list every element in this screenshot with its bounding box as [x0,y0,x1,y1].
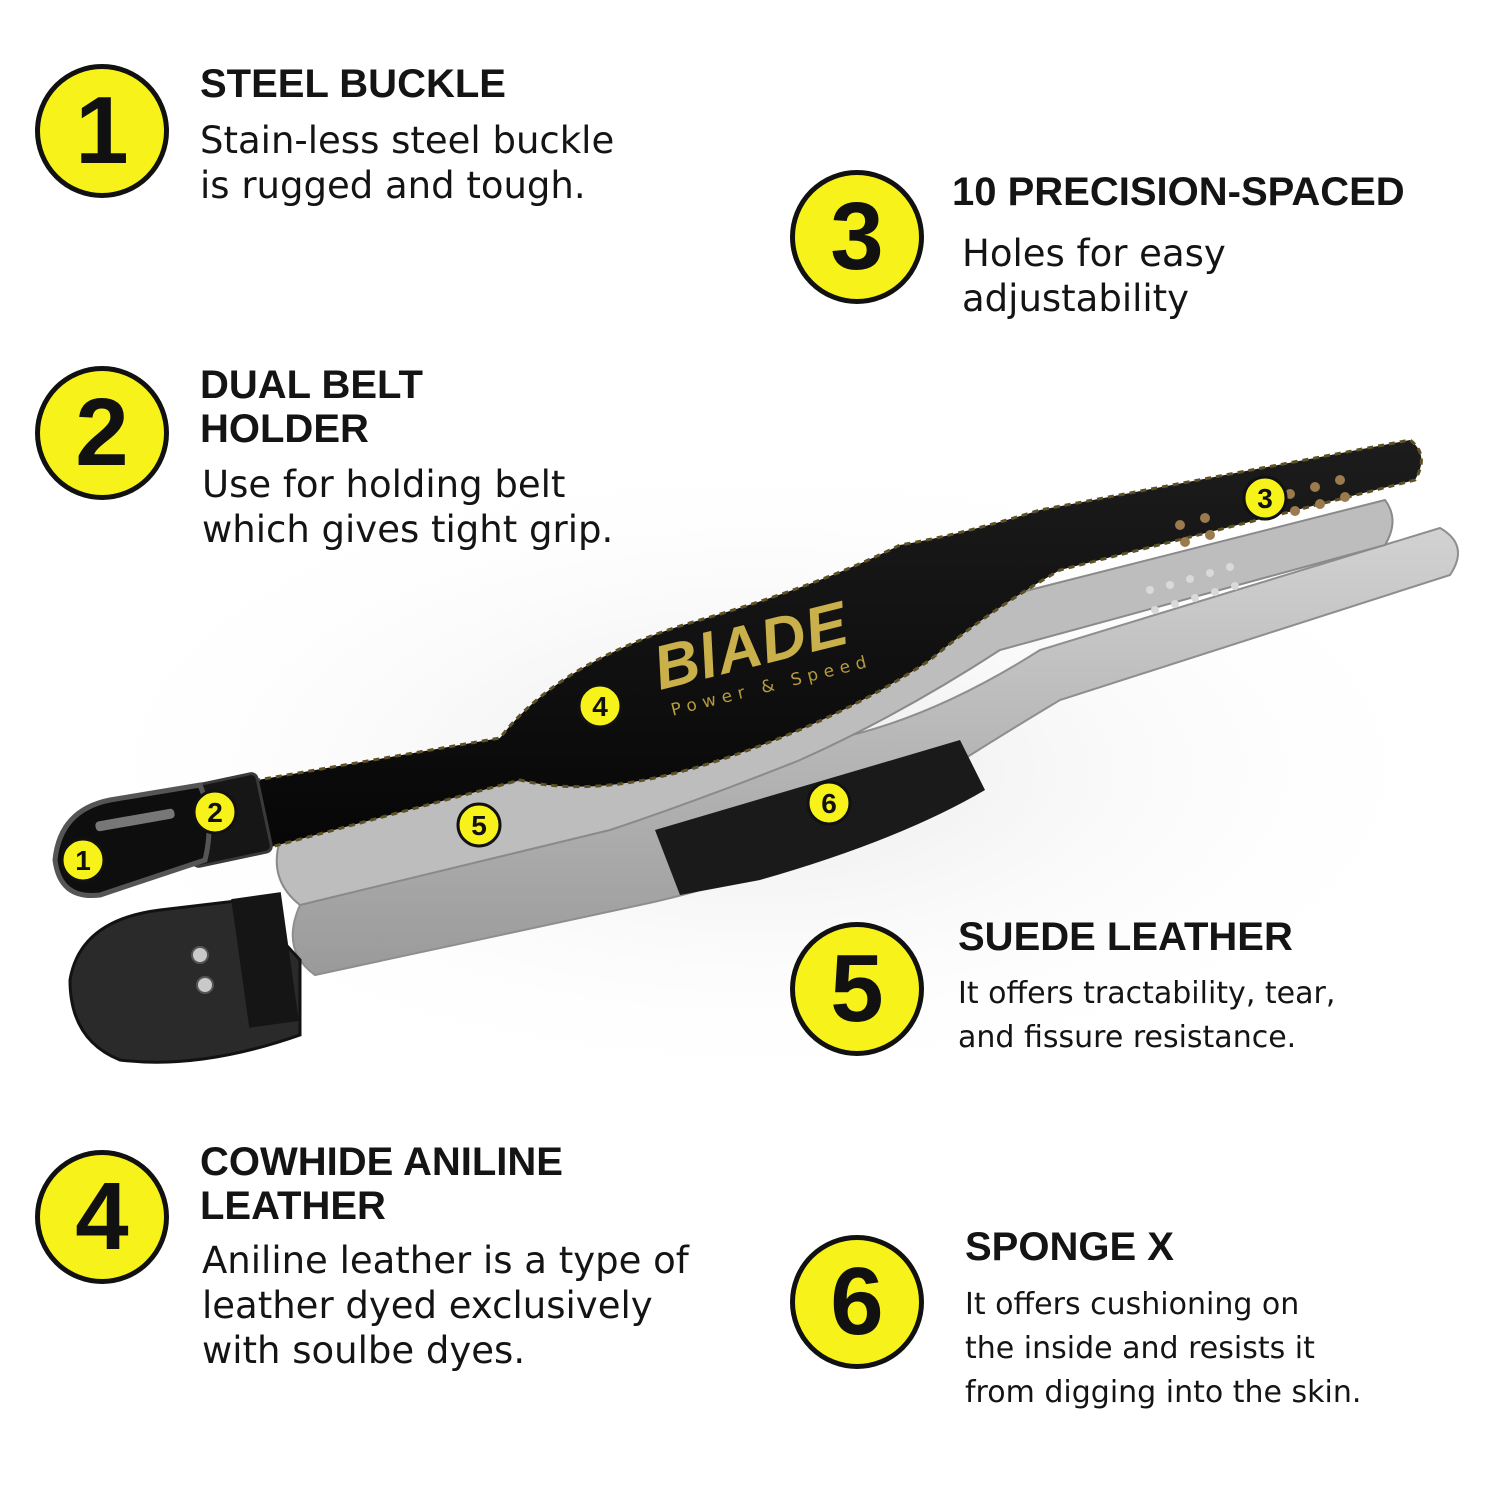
feature-badge-5: 5 [790,922,924,1056]
rivet-top [191,946,209,964]
feature-title-suede-leather: SUEDE LEATHER [958,915,1293,959]
feature-badge-3: 3 [790,170,924,304]
tongue-loop [231,892,299,1028]
feature-desc-dual-belt-holder: Use for holding belt which gives tight g… [202,463,614,551]
feature-badge-2: 2 [35,366,169,500]
belt-marker-3: 3 [1242,475,1288,521]
svg-text:6: 6 [821,788,837,819]
buckle-prong [95,808,175,832]
feature-title-sponge-x: SPONGE X [965,1225,1174,1269]
rivet-bottom [196,976,214,994]
strap-holes [1175,475,1350,547]
svg-text:2: 2 [207,797,223,828]
svg-text:3: 3 [1257,483,1273,514]
feature-badge-1: 1 [35,64,169,198]
feature-title-steel-buckle: STEEL BUCKLE [200,62,506,106]
svg-text:5: 5 [471,810,487,841]
feature-title-precision-spaced: 10 PRECISION-SPACED [952,170,1405,214]
feature-badge-6: 6 [790,1235,924,1369]
svg-text:1: 1 [75,845,91,876]
belt-marker-2: 2 [192,789,238,835]
belt-marker-1: 1 [60,837,106,883]
feature-desc-cowhide-aniline-leather: Aniline leather is a type of leather dye… [202,1239,689,1372]
belt-marker-4: 4 [577,683,623,729]
feature-badge-4: 4 [35,1150,169,1284]
belt-marker-5: 5 [456,802,502,848]
feature-title-dual-belt-holder: DUAL BELT HOLDER [200,363,423,451]
suede-holes [1146,563,1239,614]
feature-desc-precision-spaced: Holes for easy adjustability [962,232,1226,320]
belt-marker-6: 6 [806,780,852,826]
feature-desc-steel-buckle: Stain-less steel buckle is rugged and to… [200,119,615,207]
leather-strap [196,438,1423,860]
feature-desc-suede-leather: It offers tractability, tear, and fissur… [958,976,1336,1055]
feature-title-cowhide-aniline-leather: COWHIDE ANILINE LEATHER [200,1140,563,1228]
feature-desc-sponge-x: It offers cushioning on the inside and r… [965,1287,1362,1410]
svg-text:4: 4 [592,691,608,722]
